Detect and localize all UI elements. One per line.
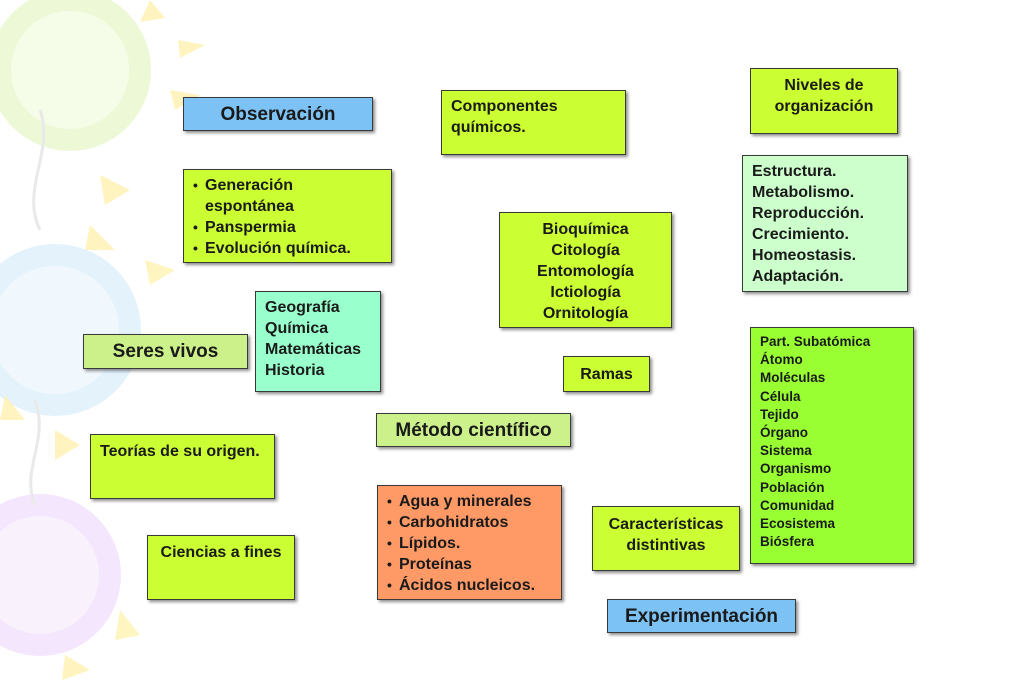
list-item: Citología [551, 242, 620, 259]
caracteristicas-list-box: Estructura. Metabolismo. Reproducción. C… [742, 155, 908, 292]
list-item: Reproducción. [752, 205, 865, 222]
caracteristicas-distintivas-box: Características distintivas [592, 506, 740, 571]
list-item: Entomología [537, 263, 634, 280]
list-item: Generación espontánea [193, 175, 385, 217]
list-item: Comunidad [760, 497, 835, 513]
niveles-organizacion-box: Niveles de organización [750, 68, 898, 134]
list-item: Matemáticas [265, 341, 362, 358]
list-item: Historia [265, 362, 325, 379]
list-item: Agua y minerales [387, 491, 561, 512]
metodo-cientifico-box: Método científico [376, 413, 571, 447]
seres-vivos-box: Seres vivos [83, 334, 248, 369]
list-item: Lípidos. [387, 533, 561, 554]
list-item: Metabolismo. [752, 184, 855, 201]
list-item: Célula [760, 388, 801, 404]
observacion-box: Observación [183, 97, 373, 131]
list-item: Ictiología [550, 284, 621, 301]
list-item: Adaptación. [752, 268, 844, 285]
list-item: Química [265, 320, 329, 337]
componentes-list-box: Agua y minerales Carbohidratos Lípidos. … [377, 485, 562, 600]
list-item: Panspermia [193, 217, 385, 238]
list-item: Evolución química. [193, 238, 385, 259]
list-item: Homeostasis. [752, 247, 857, 264]
list-item: Población [760, 479, 825, 495]
list-item: Geografía [265, 299, 340, 316]
experimentacion-box: Experimentación [607, 599, 796, 633]
ciencias-afines-box: Ciencias a fines [147, 535, 295, 600]
list-item: Organismo [760, 461, 832, 477]
ramas-list-box: Bioquímica Citología Entomología Ictiolo… [499, 212, 672, 328]
niveles-list-box: Part. Subatómica Átomo Moléculas Célula … [750, 327, 914, 564]
list-item: Ornitología [542, 305, 629, 322]
ramas-box: Ramas [563, 356, 650, 392]
list-item: Estructura. [752, 163, 837, 180]
list-item: Bioquímica [542, 221, 629, 238]
list-item: Biósfera [760, 534, 815, 550]
teorias-origen-box: Teorías de su origen. [90, 434, 275, 499]
list-item: Proteínas [387, 554, 561, 575]
list-item: Sistema [760, 443, 812, 459]
list-item: Átomo [760, 352, 803, 368]
origen-theories-list-box: Generación espontánea Panspermia Evoluci… [183, 169, 392, 263]
componentes-list: Agua y minerales Carbohidratos Lípidos. … [387, 491, 561, 596]
list-item: Part. Subatómica [760, 334, 871, 349]
list-item: Ácidos nucleicos. [387, 575, 561, 596]
list-item: Órgano [760, 425, 809, 441]
list-item: Carbohidratos [387, 512, 561, 533]
componentes-quimicos-box: Componentes químicos. [441, 90, 626, 155]
list-item: Tejido [760, 406, 799, 422]
ciencias-list-box: Geografía Química Matemáticas Historia [255, 291, 381, 392]
list-item: Moléculas [760, 370, 826, 386]
list-item: Ecosistema [760, 516, 836, 532]
list-item: Crecimiento. [752, 226, 849, 243]
origen-theories-list: Generación espontánea Panspermia Evoluci… [193, 175, 385, 259]
